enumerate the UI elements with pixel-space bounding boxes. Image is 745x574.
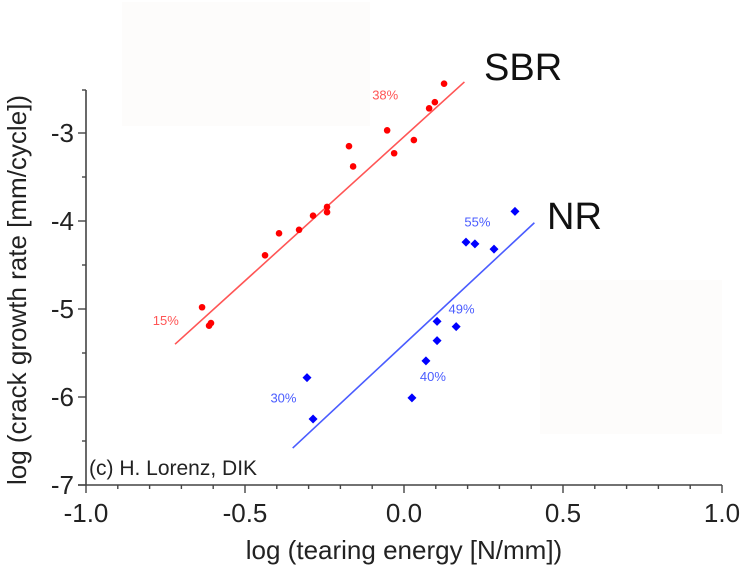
y-axis-title: log (crack growth rate [mm/cycle]) (2, 95, 32, 485)
data-point-sbr (349, 163, 357, 170)
annotation-nr: 40% (420, 369, 446, 384)
data-point-sbr (261, 252, 269, 259)
data-point-sbr (323, 208, 331, 216)
data-point-sbr (323, 203, 331, 211)
y-tick-label: -7 (51, 470, 74, 500)
data-point-sbr (431, 98, 439, 106)
background-panel (540, 280, 722, 434)
data-point-sbr (275, 230, 283, 237)
fit-line-nr (292, 222, 535, 449)
annotation-sbr: 15% (153, 313, 179, 328)
x-tick-label: 1.0 (704, 498, 740, 528)
y-tick-label: -6 (51, 382, 74, 412)
x-tick-label: 0.5 (545, 498, 581, 528)
annotation-nr: 55% (464, 214, 490, 229)
data-point-nr (302, 373, 312, 383)
data-point-nr (489, 244, 499, 254)
background-panel (122, 2, 370, 126)
data-point-sbr (295, 226, 303, 234)
data-point-sbr (198, 303, 206, 311)
x-tick-label: -0.5 (223, 498, 268, 528)
data-point-nr (308, 414, 318, 424)
axes: -1.0 -0.5 0.0 0.5 1.0 -3 -4 -5 -6 -7 (51, 89, 740, 528)
fit-line-sbr (174, 81, 465, 345)
series-label-nr: NR (547, 196, 602, 238)
y-tick-label: -5 (51, 294, 74, 324)
data-point-sbr (410, 136, 418, 144)
fit-lines (174, 81, 535, 449)
data-point-sbr (207, 319, 215, 327)
series-label-sbr: SBR (484, 47, 562, 89)
data-point-nr (432, 316, 442, 326)
data-point-nr (432, 336, 442, 346)
data-point-sbr (440, 80, 448, 88)
annotation-nr: 49% (449, 301, 475, 316)
data-point-nr (407, 393, 417, 403)
data-point-nr (470, 239, 480, 249)
data-point-sbr (390, 149, 398, 157)
data-point-nr (451, 322, 461, 332)
x-tick-label: -1.0 (64, 498, 109, 528)
data-point-sbr (309, 212, 317, 220)
x-tick-label: 0.0 (386, 498, 422, 528)
x-axis-title: log (tearing energy [N/mm]) (246, 535, 562, 565)
credit-text: (c) H. Lorenz, DIK (89, 457, 257, 480)
y-tick-label: -4 (51, 206, 74, 236)
annotation-nr: 30% (270, 390, 296, 405)
annotations: 15% 38% 30% 40% 49% 55% (153, 88, 491, 406)
data-points (198, 80, 520, 424)
data-point-nr (421, 356, 431, 366)
data-point-sbr (383, 127, 391, 134)
data-point-nr (461, 237, 471, 247)
data-point-sbr (345, 142, 353, 150)
y-tick-label: -3 (51, 118, 74, 148)
data-point-nr (510, 206, 520, 216)
annotation-sbr: 38% (372, 88, 398, 103)
data-point-sbr (425, 105, 433, 112)
